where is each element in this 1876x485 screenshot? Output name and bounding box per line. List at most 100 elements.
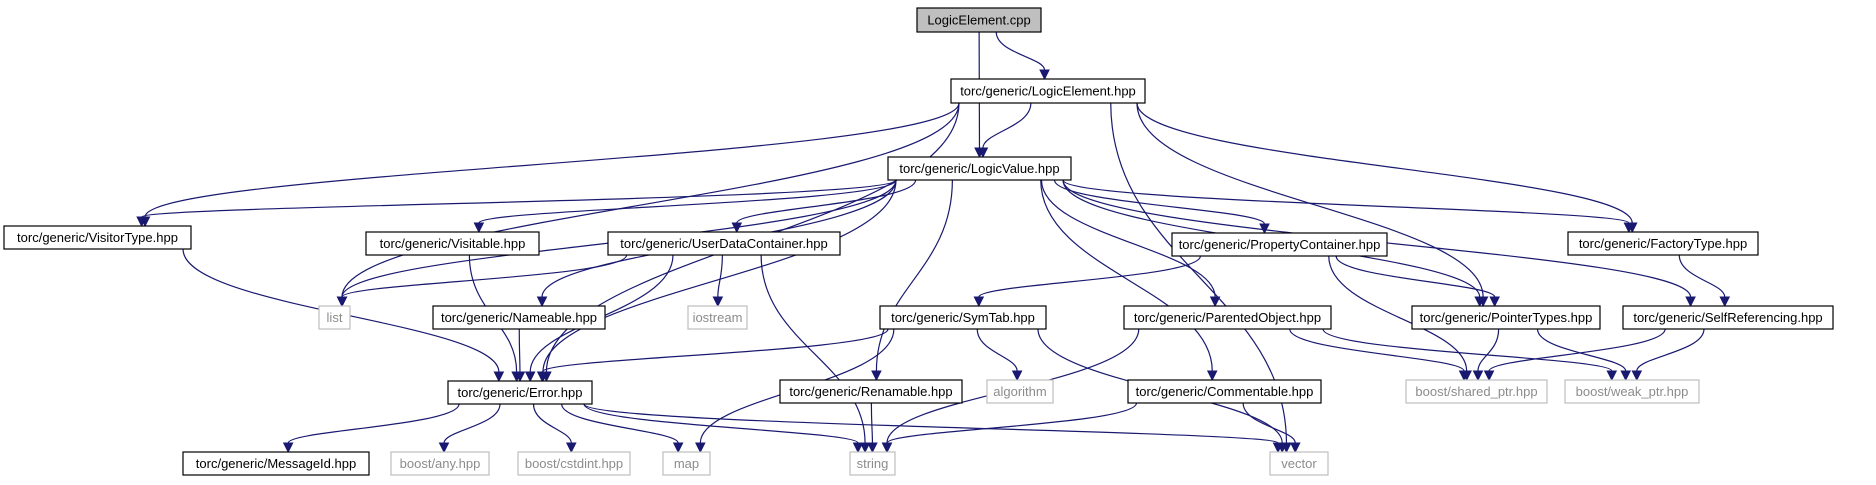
edge-arrowhead (881, 442, 893, 454)
node-nameable_hpp[interactable]: torc/generic/Nameable.hpp (432, 305, 606, 330)
edge-error_hpp-to-boost_any_hpp (438, 403, 501, 454)
edge-pointer_types_hpp-to-boost_weak_ptr_hpp (1536, 328, 1632, 382)
node-box (662, 451, 711, 476)
edge-logic_value_hpp-to-factory_type_hpp (1062, 179, 1635, 234)
node-label: torc/generic/MessageId.hpp (196, 456, 356, 471)
node-visitable_hpp[interactable]: torc/generic/Visitable.hpp (365, 231, 540, 256)
edge-arrowhead (524, 371, 536, 383)
edge-error_hpp-to-vector (583, 403, 1284, 454)
node-box (1127, 379, 1322, 404)
edge-error_hpp-to-message_id_hpp (282, 403, 460, 454)
edge-arrowhead (1623, 222, 1635, 234)
node-commentable_hpp[interactable]: torc/generic/Commentable.hpp (1127, 379, 1322, 404)
node-label: torc/generic/SymTab.hpp (891, 310, 1035, 325)
edge-logic_element_hpp-to-visitor_type_hpp (139, 102, 960, 228)
edge-arrowhead (695, 442, 706, 454)
edge-arrowhead (867, 442, 878, 454)
edge-line (541, 328, 889, 373)
node-box (1567, 231, 1759, 256)
edge-arrowhead (1206, 370, 1218, 382)
node-algorithm: algorithm (986, 379, 1054, 404)
edge-commentable_hpp-to-string (881, 402, 1138, 454)
node-box (879, 305, 1047, 330)
edge-line (1335, 255, 1496, 298)
node-parented_object_hpp[interactable]: torc/generic/ParentedObject.hpp (1123, 305, 1332, 330)
node-label: torc/generic/Nameable.hpp (441, 310, 597, 325)
edge-sym_tab_hpp-to-algorithm (976, 328, 1023, 382)
node-pointer_types_hpp[interactable]: torc/generic/PointerTypes.hpp (1411, 305, 1601, 330)
edge-line (1678, 254, 1726, 298)
edge-line (341, 254, 628, 298)
node-map: map (662, 451, 711, 476)
edge-line (583, 403, 859, 444)
edge-self_referencing_hpp-to-boost_shared_ptr_hpp (1483, 328, 1666, 382)
edge-arrowhead (473, 222, 485, 234)
edge-logic_element_hpp-to-factory_type_hpp (1136, 102, 1638, 234)
edge-arrowhead (871, 370, 882, 382)
edge-arrowhead (1631, 370, 1643, 382)
node-boost_any_hpp: boost/any.hpp (390, 451, 490, 476)
edge-commentable_hpp-to-vector (1242, 402, 1301, 454)
edge-error_hpp-to-boost_cstdint_hpp (532, 403, 577, 454)
edge-arrowhead (136, 216, 147, 228)
edge-arrowhead (336, 296, 348, 308)
node-box (318, 305, 351, 330)
edge-line (1040, 179, 1213, 372)
node-label: algorithm (993, 384, 1046, 399)
edge-arrowhead (1489, 296, 1500, 308)
edge-arrowhead (712, 296, 724, 308)
node-box (1123, 305, 1332, 330)
node-logic_value_hpp[interactable]: torc/generic/LogicValue.hpp (887, 156, 1072, 181)
node-user_data_container_hpp[interactable]: torc/generic/UserDataContainer.hpp (607, 231, 841, 256)
edge-factory_type_hpp-to-self_referencing_hpp (1678, 254, 1731, 308)
edge-line (976, 328, 1018, 372)
node-box (779, 379, 963, 404)
node-box (916, 7, 1042, 33)
node-property_container_hpp[interactable]: torc/generic/PropertyContainer.hpp (1171, 232, 1388, 257)
node-box (687, 305, 748, 330)
node-box (517, 451, 631, 476)
node-box (1269, 451, 1329, 476)
node-label: LogicElement.cpp (927, 12, 1030, 27)
node-label: torc/generic/LogicElement.hpp (960, 83, 1136, 98)
edge-line (875, 179, 953, 372)
node-error_hpp[interactable]: torc/generic/Error.hpp (447, 380, 593, 405)
edge-arrowhead (1719, 296, 1731, 308)
node-box (447, 380, 593, 405)
edge-line (717, 254, 723, 298)
node-boost_cstdint_hpp: boost/cstdint.hpp (517, 451, 631, 476)
edge-user_data_container_hpp-to-string (760, 254, 871, 454)
node-label: torc/generic/Error.hpp (457, 385, 582, 400)
edge-line (144, 102, 960, 218)
edge-logic_value_hpp-to-property_container_hpp (1053, 179, 1270, 235)
node-message_id_hpp[interactable]: torc/generic/MessageId.hpp (182, 451, 370, 476)
edge-arrowhead (1685, 296, 1696, 308)
node-label: torc/generic/Renamable.hpp (789, 384, 952, 399)
node-factory_type_hpp[interactable]: torc/generic/FactoryType.hpp (1567, 231, 1759, 256)
edge-arrowhead (1289, 442, 1301, 454)
node-label: torc/generic/SelfReferencing.hpp (1633, 310, 1822, 325)
edge-logic_element_hpp-to-logic_value_hpp (977, 102, 1032, 159)
node-logic_element_hpp[interactable]: torc/generic/LogicElement.hpp (950, 78, 1146, 104)
node-boost_shared_ptr_hpp: boost/shared_ptr.hpp (1405, 379, 1548, 404)
edge-line (1136, 102, 1633, 224)
node-box (432, 305, 606, 330)
node-visitor_type_hpp[interactable]: torc/generic/VisitorType.hpp (3, 225, 192, 250)
edge-arrowhead (1483, 370, 1495, 382)
edge-arrowhead (973, 296, 985, 308)
node-label: torc/generic/Commentable.hpp (1136, 384, 1314, 399)
node-label: torc/generic/UserDataContainer.hpp (620, 236, 827, 251)
edge-logic_value_hpp-to-renamable_hpp (871, 179, 953, 382)
edge-logic_value_hpp-to-user_data_container_hpp (731, 179, 917, 234)
node-renamable_hpp[interactable]: torc/generic/Renamable.hpp (779, 379, 963, 404)
edge-line (995, 31, 1046, 71)
edge-line (886, 402, 1138, 444)
edge-arrowhead (1209, 296, 1221, 308)
edge-logic_value_hpp-to-parented_object_hpp (1040, 179, 1221, 308)
edge-line (287, 403, 460, 444)
node-sym_tab_hpp[interactable]: torc/generic/SymTab.hpp (879, 305, 1047, 330)
node-box (1622, 305, 1834, 330)
node-self_referencing_hpp[interactable]: torc/generic/SelfReferencing.hpp (1622, 305, 1834, 330)
node-logic_element_cpp[interactable]: LogicElement.cpp (916, 7, 1042, 33)
node-boost_weak_ptr_hpp: boost/weak_ptr.hpp (1564, 379, 1700, 404)
